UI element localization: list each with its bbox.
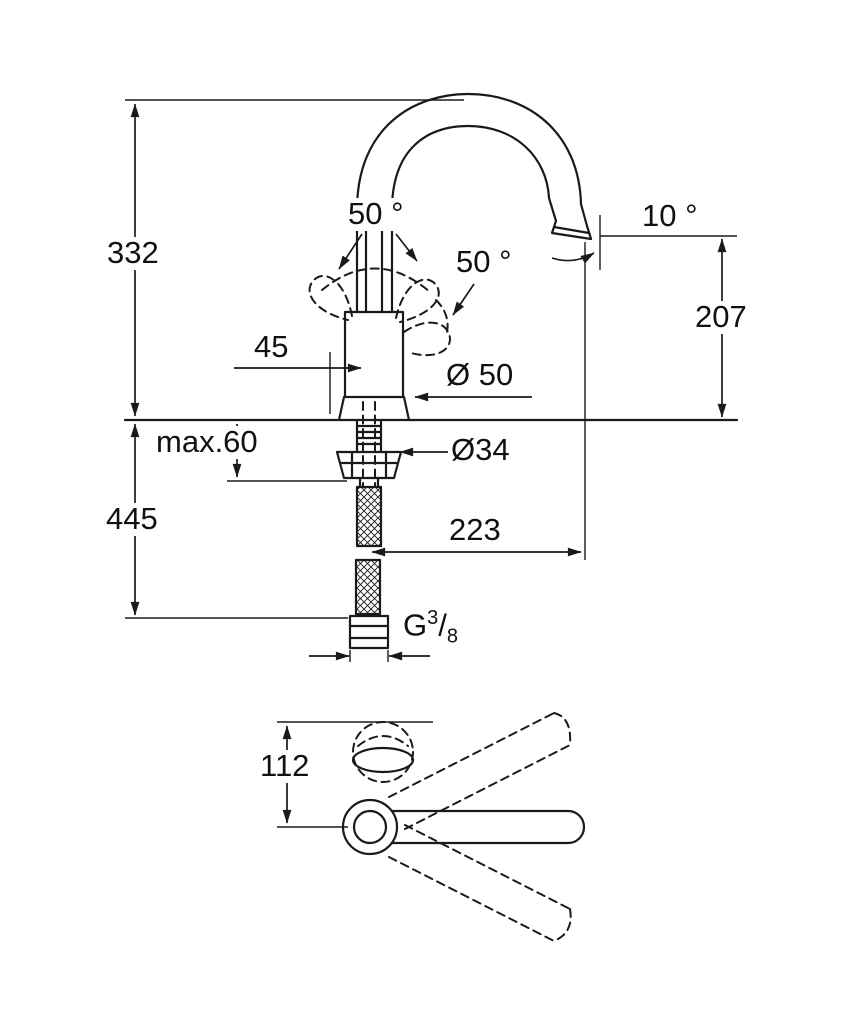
- arrow-50-left: [338, 233, 363, 270]
- hose-stub: [358, 476, 380, 489]
- spout-arm-solid: [390, 809, 586, 845]
- handle-swing-dashed: [308, 267, 452, 487]
- extension-lines: [125, 99, 737, 828]
- hose-connector: [348, 614, 390, 650]
- body-circle-inner: [352, 809, 388, 845]
- hose-braiding: [356, 487, 381, 614]
- handle-position-right: [395, 278, 440, 323]
- dim-spout-outlet-angle: 10 °: [639, 199, 701, 233]
- handle-position-left: [308, 275, 353, 321]
- top-view-dashed: [352, 712, 572, 942]
- swing-arc: [321, 267, 431, 293]
- arrow-50-right: [395, 233, 418, 262]
- spout-arc-inner: [390, 124, 558, 223]
- side-view-faucet: [123, 92, 739, 650]
- dim-height-above-counter: 332: [104, 236, 162, 270]
- dim-height-below-counter: 445: [103, 502, 161, 536]
- ext-top-view: [277, 721, 433, 828]
- thread-slash: /: [438, 607, 447, 643]
- dim-spout-outlet-height: 207: [692, 300, 750, 334]
- handle-position-front: [403, 321, 452, 357]
- top-view-faucet: [341, 746, 586, 856]
- dim-swivel-front-offset: 112: [257, 749, 313, 783]
- dim-hole-diameter: Ø34: [448, 433, 513, 467]
- dim-handle-angle-left: 50 °: [345, 197, 407, 231]
- spout-arc-outer: [355, 92, 589, 228]
- arc-10-degree: [551, 252, 595, 264]
- spout-arm-swivel-up: [388, 712, 572, 830]
- dim-spout-reach: 223: [446, 513, 504, 547]
- dim-handle-angle-front: 50 °: [453, 245, 515, 279]
- threaded-shank: [355, 418, 383, 454]
- handle-top-arc-dashed: [357, 735, 409, 747]
- dimension-lines: [130, 103, 727, 824]
- thread-prefix: G: [403, 607, 428, 643]
- handle-top-view: [351, 746, 415, 774]
- spout-arm-swivel-down: [388, 824, 572, 942]
- swing-arc-front: [435, 299, 449, 337]
- dim-max-counter-thickness: max.60: [153, 425, 261, 459]
- body-circle-outer: [341, 798, 399, 856]
- ext-connector: [349, 650, 389, 662]
- dim-handle-offset: 45: [251, 330, 292, 364]
- arrow-50-front: [452, 283, 475, 316]
- mounting-nut: [335, 450, 403, 480]
- thread-denominator: 8: [446, 625, 458, 648]
- thread-numerator: 3: [427, 607, 439, 629]
- dim-thread-size: G3/8: [400, 608, 461, 648]
- inner-hose-hidden: [362, 401, 376, 487]
- dim-base-diameter: Ø 50: [443, 358, 517, 392]
- aerator-line: [552, 225, 591, 235]
- faucet-body: [337, 310, 411, 422]
